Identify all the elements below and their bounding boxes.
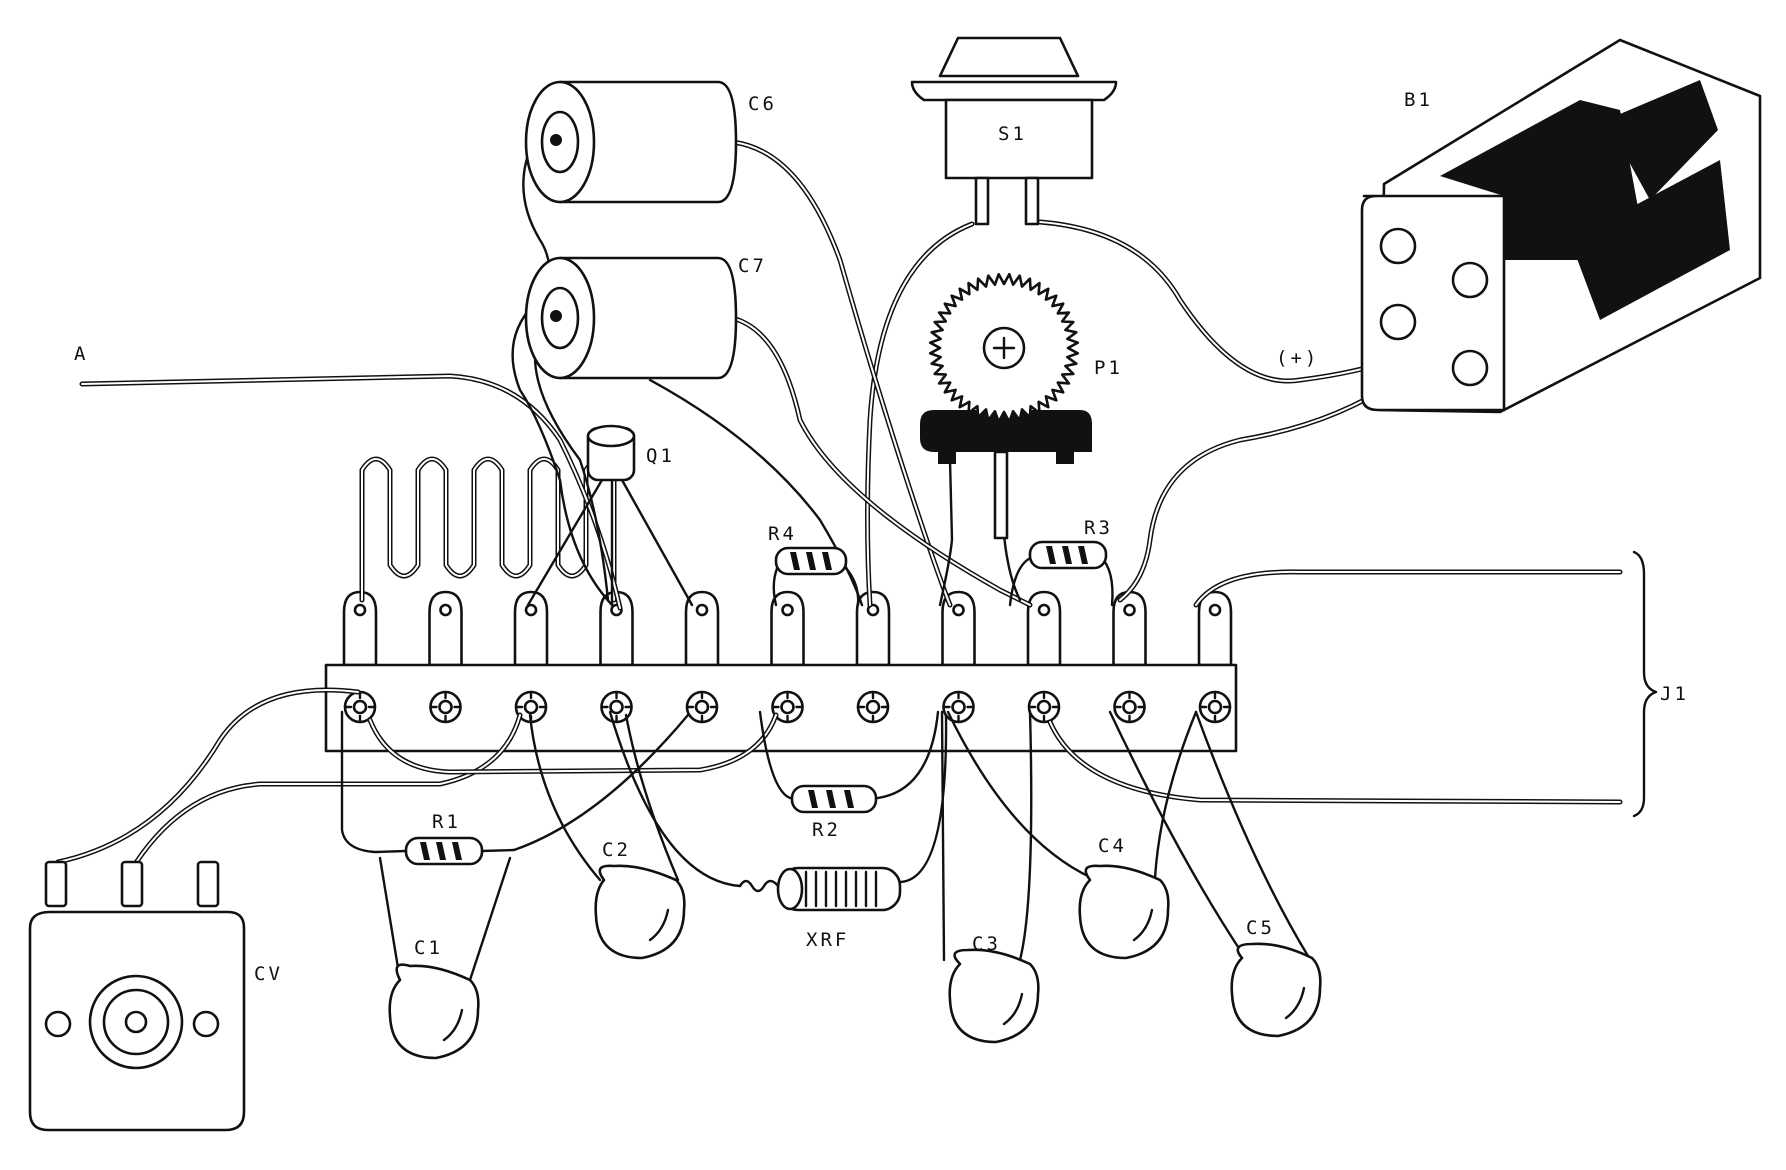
terminal-screw [856, 690, 890, 724]
label-r1: R1 [432, 811, 461, 833]
resistor-r3 [1028, 540, 1108, 570]
lug-hole [781, 603, 794, 617]
ceramic-capacitor-c2 [594, 864, 686, 960]
component-labels: A C6 C7 S1 B1 P1 (+) Q1 R4 R3 J1 R1 C1 C… [74, 89, 1689, 985]
battery-holder-b1 [1360, 38, 1762, 414]
j1-brace [1632, 550, 1658, 818]
label-a: A [74, 343, 88, 365]
lug-hole [866, 603, 880, 617]
label-xrf: XRF [806, 929, 849, 951]
terminal-screw [1198, 690, 1232, 724]
wiring [55, 138, 1623, 982]
lug-hole [952, 603, 965, 617]
lug-hole [1208, 603, 1222, 617]
lug-hole [1123, 603, 1136, 617]
label-r3: R3 [1084, 517, 1113, 539]
terminal-screw [429, 690, 462, 724]
label-s1: S1 [998, 123, 1027, 145]
terminal-lug [513, 590, 549, 667]
label-c4: C4 [1098, 835, 1127, 857]
terminal-screw [600, 690, 633, 724]
terminal-lug [941, 590, 976, 667]
ceramic-capacitor-c4 [1078, 864, 1170, 960]
label-plus: (+) [1276, 347, 1319, 369]
label-p1: P1 [1094, 357, 1123, 379]
terminal-lug [342, 590, 378, 667]
capacitor-c6 [524, 80, 738, 204]
label-c5: C5 [1246, 917, 1275, 939]
label-j1: J1 [1660, 683, 1689, 705]
label-cv: CV [254, 963, 283, 985]
lug-hole [695, 603, 709, 617]
terminal-screw [942, 690, 975, 724]
terminal-screw [1113, 690, 1146, 724]
resistor-r1 [374, 836, 516, 866]
terminal-lug [1112, 590, 1147, 667]
transistor-q1 [586, 424, 636, 482]
label-r2: R2 [812, 819, 841, 841]
label-c3: C3 [972, 933, 1001, 955]
ceramic-capacitor-c3 [948, 948, 1040, 1044]
label-c7: C7 [738, 255, 767, 277]
ceramic-capacitor-c1 [388, 963, 480, 1060]
trimpot-p1 [920, 272, 1092, 540]
label-c2: C2 [602, 839, 631, 861]
terminal-screw [685, 690, 719, 724]
terminal-screw [771, 690, 804, 724]
terminal-lug [428, 590, 463, 667]
lug-hole [439, 603, 452, 617]
label-q1: Q1 [646, 445, 675, 467]
variable-capacitor-cv [28, 860, 246, 1132]
terminal-lug [1197, 590, 1233, 667]
terminal-lug [770, 590, 805, 667]
terminal-lug [1026, 590, 1062, 667]
resistor-r4 [774, 546, 848, 576]
ceramic-capacitor-c5 [1230, 942, 1322, 1038]
coil-winding [359, 456, 617, 603]
rf-choke-xrf [738, 866, 902, 912]
lug-hole [353, 603, 367, 617]
lug-hole [1037, 603, 1051, 617]
switch-s1 [910, 36, 1118, 226]
resistor-r2 [790, 784, 878, 814]
label-c6: C6 [748, 93, 777, 115]
capacitor-c7 [524, 256, 738, 380]
terminal-strip [324, 590, 1238, 753]
lug-hole [524, 603, 538, 617]
label-b1: B1 [1404, 89, 1433, 111]
label-c1: C1 [414, 937, 443, 959]
terminal-screw [1027, 690, 1061, 724]
terminal-screw [343, 690, 377, 724]
terminal-lug [684, 590, 720, 667]
label-r4: R4 [768, 523, 797, 545]
